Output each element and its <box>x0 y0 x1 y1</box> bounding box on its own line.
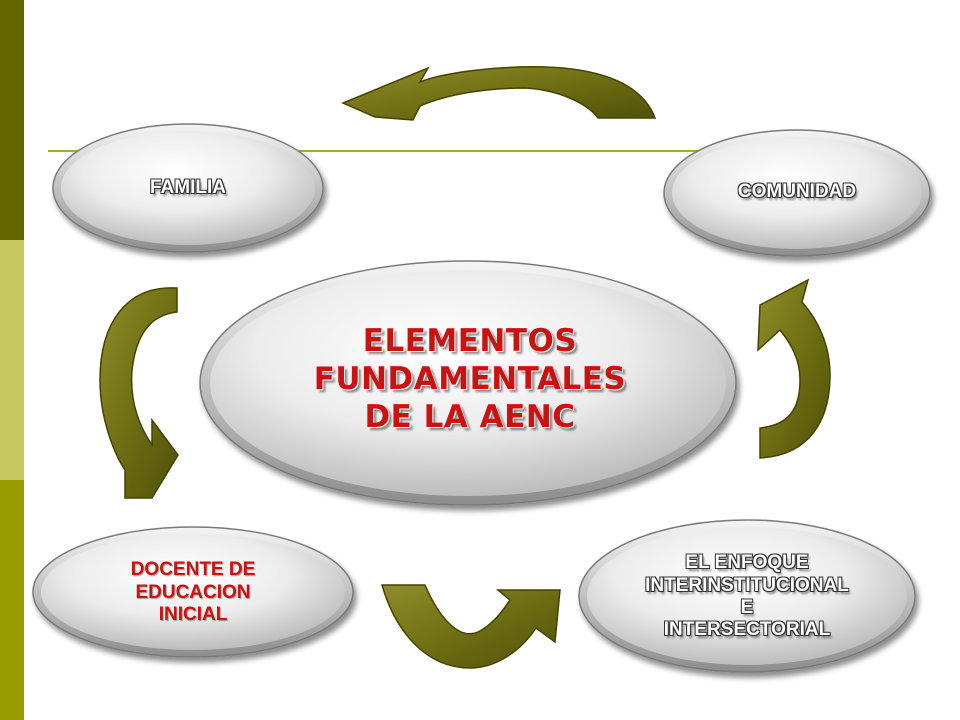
center-title-line-2: DE LA AENC <box>364 398 576 435</box>
oval-enfoque <box>578 519 916 673</box>
label-docente: DOCENTE DE EDUCACION INICIAL <box>43 548 343 638</box>
label-enfoque-line-3: E <box>740 597 754 618</box>
label-docente-line-3: INICIAL <box>158 604 228 626</box>
title-divider-line <box>48 150 698 152</box>
label-enfoque-line-2: INTERINSTITUCIONAL <box>645 574 849 596</box>
label-docente-line-2: EDUCACION <box>135 581 251 603</box>
oval-docente <box>32 526 354 658</box>
label-docente-line-1: DOCENTE DE <box>130 559 256 581</box>
label-comunidad: COMUNIDAD <box>672 172 922 212</box>
label-familia: FAMILIA <box>63 168 313 208</box>
arrow-bottom-curved <box>381 584 561 669</box>
sidebar-stripe-top <box>0 0 24 240</box>
label-familia-text: FAMILIA <box>150 176 226 198</box>
label-enfoque-line-1: EL ENFOQUE <box>685 552 809 574</box>
arrow-left-curved <box>99 287 179 499</box>
label-enfoque-line-4: INTERSECTORIAL <box>663 619 831 641</box>
center-title-line-1: ELEMENTOS FUNDAMENTALES <box>313 323 627 398</box>
label-enfoque: EL ENFOQUE INTERINSTITUCIONAL E INTERSEC… <box>597 538 897 656</box>
label-comunidad-text: COMUNIDAD <box>737 180 857 202</box>
arrow-top-curved <box>341 66 657 121</box>
sidebar-stripe-middle <box>0 240 24 480</box>
sidebar-stripe-bottom <box>0 480 24 720</box>
arrow-right-curved <box>757 278 831 459</box>
oval-familia <box>52 123 324 253</box>
oval-center <box>199 260 737 506</box>
center-title: ELEMENTOS FUNDAMENTALES DE LA AENC <box>220 320 720 440</box>
oval-comunidad <box>663 129 931 257</box>
